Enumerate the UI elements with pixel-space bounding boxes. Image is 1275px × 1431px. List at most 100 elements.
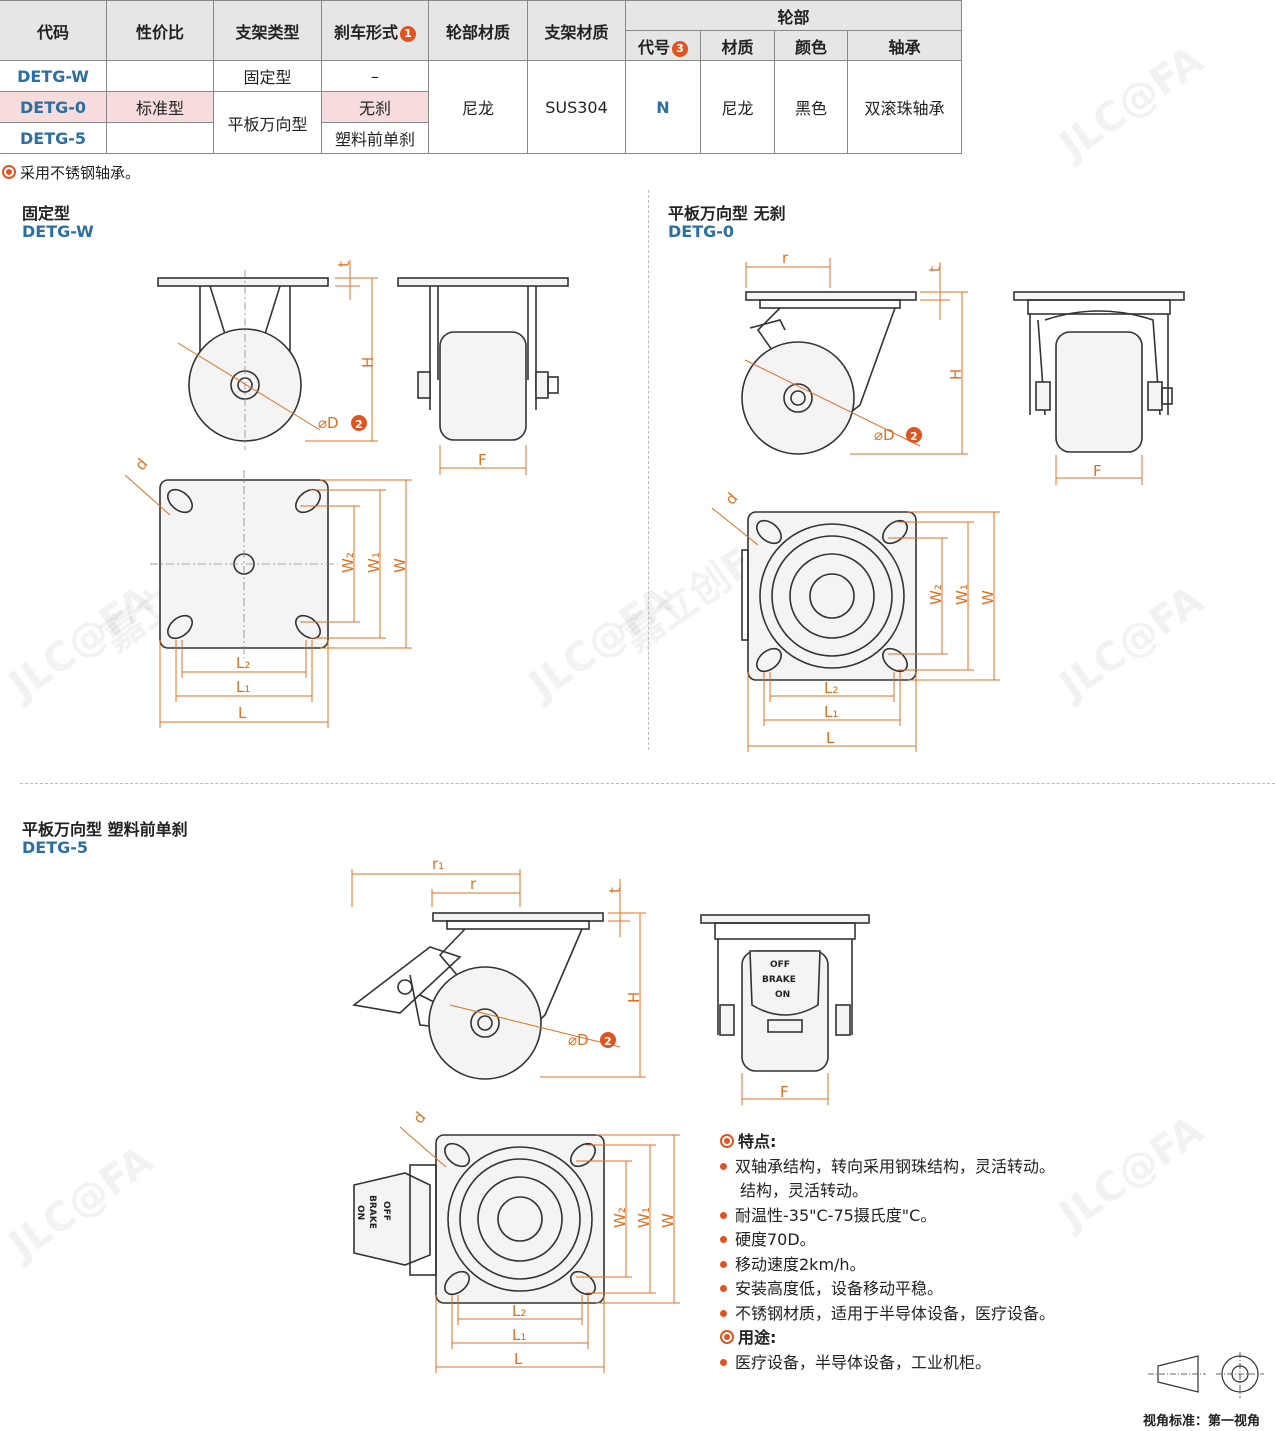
badge: 3 — [672, 40, 688, 57]
vertical-divider — [648, 190, 649, 750]
dim-F: F — [780, 1083, 789, 1101]
header-wheel-material: 轮部材质 — [428, 0, 528, 61]
dim-d: d — [721, 489, 741, 508]
dim-W2: W₂ — [339, 552, 357, 573]
bracket-material-cell: SUS304 — [527, 60, 626, 154]
dim-t: t — [335, 261, 353, 267]
circle-bullet-icon — [720, 1330, 734, 1344]
brake-cell: 塑料前单刹 — [321, 122, 429, 154]
bullet-icon — [720, 1358, 727, 1366]
brake-label-off: OFF — [381, 1201, 391, 1221]
watermark: JLC@FA — [1051, 37, 1212, 169]
dim-r: r — [782, 249, 789, 267]
fixed-caster-drawing: ⌀D 2 t H F d W W₁ W₂ L L₁ L₂ — [124, 260, 569, 728]
features-title: 特点: — [720, 1130, 1260, 1155]
dim-W: W — [979, 590, 997, 605]
table-row: DETG-5 塑料前单刹 — [0, 122, 962, 154]
value-cell — [106, 60, 214, 92]
bracket-type-cell: 固定型 — [213, 60, 322, 92]
value-cell — [106, 122, 214, 154]
circle-bullet-icon — [2, 165, 16, 179]
dim-L1: L₁ — [824, 703, 838, 721]
section-title-fixed: 固定型 — [22, 204, 71, 223]
dim-d: d — [131, 455, 151, 474]
header-code: 代码 — [0, 0, 107, 61]
row-code: DETG-5 — [0, 122, 107, 154]
dim-W: W — [391, 558, 409, 573]
section-code-swivel: DETG-0 — [668, 222, 735, 241]
dim-t: t — [606, 887, 624, 893]
dim-W1: W₁ — [953, 584, 971, 605]
badge-icon — [906, 427, 922, 443]
bullet-icon — [720, 1260, 727, 1268]
brake-caster-drawing: r₁ r ⌀D 2 t H OFF BRAKE ON F OFF BRAKE O… — [351, 855, 870, 1373]
header-wheel-mat: 材质 — [700, 30, 775, 61]
dim-L: L — [514, 1350, 523, 1368]
dim-d: d — [409, 1108, 429, 1127]
brake-label-on: ON — [775, 990, 790, 1000]
dim-W1: W₁ — [365, 552, 383, 573]
bullet-icon — [720, 1162, 727, 1170]
dim-L: L — [238, 704, 247, 722]
section-title-brake: 平板万向型 塑料前单刹 — [22, 820, 188, 839]
badge-icon — [600, 1032, 616, 1048]
section-code-brake: DETG-5 — [22, 838, 89, 857]
note: 采用不锈钢轴承。 — [2, 162, 140, 183]
list-item: 不锈钢材质，适用于半导体设备，医疗设备。 — [720, 1302, 1260, 1327]
badge: 2 — [355, 418, 363, 431]
row-code: DETG-0 — [0, 91, 107, 123]
brake-label-brake: BRAKE — [367, 1195, 377, 1229]
swivel-caster-drawing: r ⌀D 2 t H F d W W₁ W₂ L — [711, 249, 1185, 752]
table-row: DETG-W 固定型 – 尼龙 SUS304 N 尼龙 黑色 双滚珠轴承 — [0, 60, 962, 154]
dim-H: H — [625, 992, 643, 1003]
bullet-icon — [720, 1309, 727, 1317]
list-item: 硬度70D。 — [720, 1228, 1260, 1253]
badge: 1 — [400, 25, 416, 42]
view-standard: 视角标准：第一视角 — [1143, 1414, 1261, 1429]
list-item: 双轴承结构，转向采用钢珠结构，灵活转动。 — [720, 1155, 1260, 1180]
bearing-cell: 双滚珠轴承 — [847, 60, 962, 154]
header-bearing: 轴承 — [847, 30, 962, 61]
horizontal-divider — [20, 783, 1275, 784]
dim-diameter: ⌀D — [874, 426, 895, 444]
badge-icon — [351, 415, 367, 431]
dim-r: r — [470, 875, 477, 893]
list-item: 安装高度低，设备移动平稳。 — [720, 1277, 1260, 1302]
row-code: DETG-W — [0, 60, 107, 92]
bullet-icon — [720, 1285, 727, 1292]
dim-H: H — [359, 357, 377, 368]
value-cell: 标准型 — [106, 91, 214, 123]
header-bracket-material: 支架材质 — [527, 0, 626, 61]
dim-W2: W₂ — [927, 584, 945, 605]
dim-L1: L₁ — [236, 678, 250, 696]
wheel-material-cell: 尼龙 — [428, 60, 528, 154]
watermark: JLC@FA — [1, 1137, 162, 1269]
wheel-mat-cell: 尼龙 — [700, 60, 775, 154]
dim-F: F — [478, 451, 487, 469]
bullet-icon — [720, 1236, 727, 1243]
section-title-swivel: 平板万向型 无刹 — [668, 204, 786, 223]
dim-H: H — [947, 369, 965, 380]
header-wheel: 轮部 — [625, 0, 962, 31]
bullet-icon — [720, 1211, 727, 1219]
brake-label-brake: BRAKE — [762, 975, 796, 985]
brake-cell: – — [321, 60, 429, 92]
dim-L2: L₂ — [512, 1302, 526, 1320]
dim-L1: L₁ — [512, 1326, 526, 1344]
dim-W2: W₂ — [611, 1207, 629, 1228]
dim-diameter: ⌀D — [318, 414, 339, 432]
list-item: 医疗设备，半导体设备，工业机柜。 — [720, 1351, 1260, 1376]
first-angle-projection-icon — [1148, 1352, 1264, 1398]
dim-W1: W₁ — [635, 1207, 653, 1228]
dim-diameter: ⌀D — [568, 1031, 589, 1049]
features-list: 特点: 双轴承结构，转向采用钢珠结构，灵活转动。 结构，灵活转动。 耐温性-35… — [720, 1130, 1260, 1375]
use-title: 用途: — [720, 1326, 1260, 1351]
header-value: 性价比 — [106, 0, 214, 61]
color-cell: 黑色 — [774, 60, 848, 154]
dim-L2: L₂ — [236, 654, 250, 672]
brake-cell: 无刹 — [321, 91, 429, 123]
list-item: 移动速度2km/h。 — [720, 1253, 1260, 1278]
badge: 2 — [910, 430, 918, 443]
wheel-code-cell: N — [625, 60, 701, 154]
